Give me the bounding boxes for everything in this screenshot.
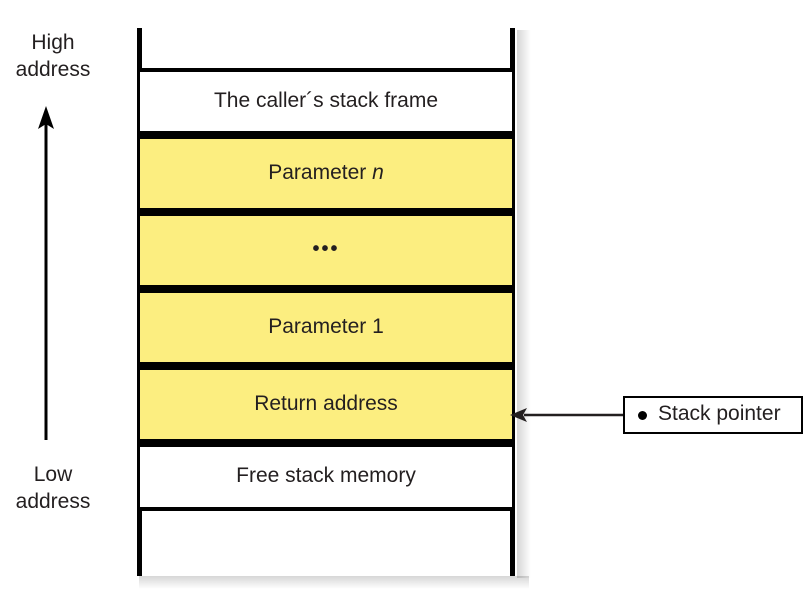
stack-pointer-leader-arrow-icon: [510, 408, 636, 422]
stack-row-ellipsis: •••: [140, 212, 512, 289]
high-address-line1: High: [31, 31, 75, 54]
stack-row-callers-frame: The caller´s stack frame: [140, 68, 512, 135]
column-shadow: [517, 30, 531, 578]
stack-row-label: •••: [312, 238, 340, 260]
address-direction-arrow-icon: [38, 106, 54, 440]
stack-right-rail: [510, 28, 515, 576]
parameter-index-italic: n: [372, 160, 384, 184]
high-address-label: High address: [0, 29, 106, 83]
stack-row-return-address: Return address: [140, 366, 512, 443]
stack-row-label: Free stack memory: [236, 464, 416, 487]
stack-row-label: Parameter 1: [268, 314, 384, 338]
stack-row-parameter-1: Parameter 1: [140, 289, 512, 366]
low-address-line1: Low: [33, 463, 73, 486]
stack-row-free-stack-memory: Free stack memory: [140, 443, 512, 511]
stack-column: The caller´s stack frame Parameter n •••…: [137, 28, 515, 576]
stack-row-label: The caller´s stack frame: [213, 88, 439, 112]
stack-row-label: Parameter n: [268, 160, 384, 184]
low-address-line2: address: [15, 490, 91, 513]
low-address-label: Low address: [0, 461, 106, 515]
stack-left-rail: [137, 28, 142, 576]
stack-pointer-callout: Stack pointer: [623, 396, 803, 434]
high-address-line2: address: [15, 58, 91, 81]
bullet-dot-icon: [638, 410, 647, 420]
column-shadow-bottom: [139, 576, 529, 589]
stack-row-parameter-n: Parameter n: [140, 135, 512, 212]
stack-pointer-label: Stack pointer: [658, 402, 781, 425]
stack-row-label: Return address: [254, 391, 398, 415]
